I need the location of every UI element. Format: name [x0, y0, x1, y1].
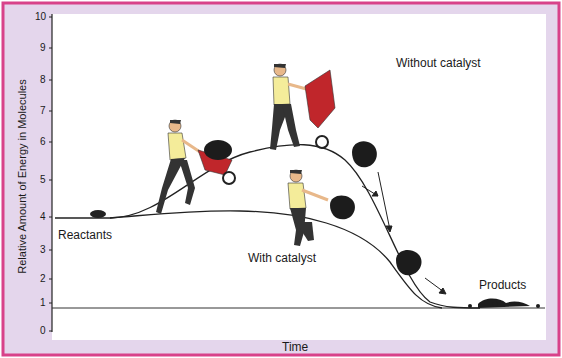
motion-arrows	[362, 172, 446, 294]
state-label: Reactants	[58, 229, 112, 241]
tick-number: 8	[40, 75, 46, 85]
axis-title: Time	[282, 341, 308, 353]
falling-rocks	[330, 141, 540, 308]
outer-frame	[3, 3, 559, 355]
tick-number: 7	[40, 106, 46, 116]
axis-title: Relative Amount of Energy in Molecules	[17, 79, 28, 273]
y-axis	[51, 14, 52, 332]
tick-number: 4	[40, 212, 46, 222]
worker-uphill	[156, 120, 235, 214]
tick-number: 2	[40, 274, 46, 284]
catalyzed-curve	[110, 211, 442, 308]
state-label: Products	[479, 279, 526, 291]
tick-number: 3	[40, 245, 46, 255]
worker-summit	[270, 64, 335, 150]
rock	[90, 210, 106, 218]
tick-number: 0	[40, 326, 46, 336]
tick-number: 9	[40, 43, 46, 53]
curve-label: With catalyst	[248, 252, 316, 264]
worker-catalyst	[288, 170, 328, 246]
curve-label: Without catalyst	[396, 57, 481, 69]
plot-area	[52, 14, 546, 340]
tick-number: 10	[35, 12, 46, 22]
tick-number: 1	[40, 298, 46, 308]
tick-number: 5	[40, 175, 46, 185]
tick-number: 6	[40, 137, 46, 147]
y-ticks	[49, 17, 52, 331]
uncatalyzed-curve	[55, 145, 480, 308]
